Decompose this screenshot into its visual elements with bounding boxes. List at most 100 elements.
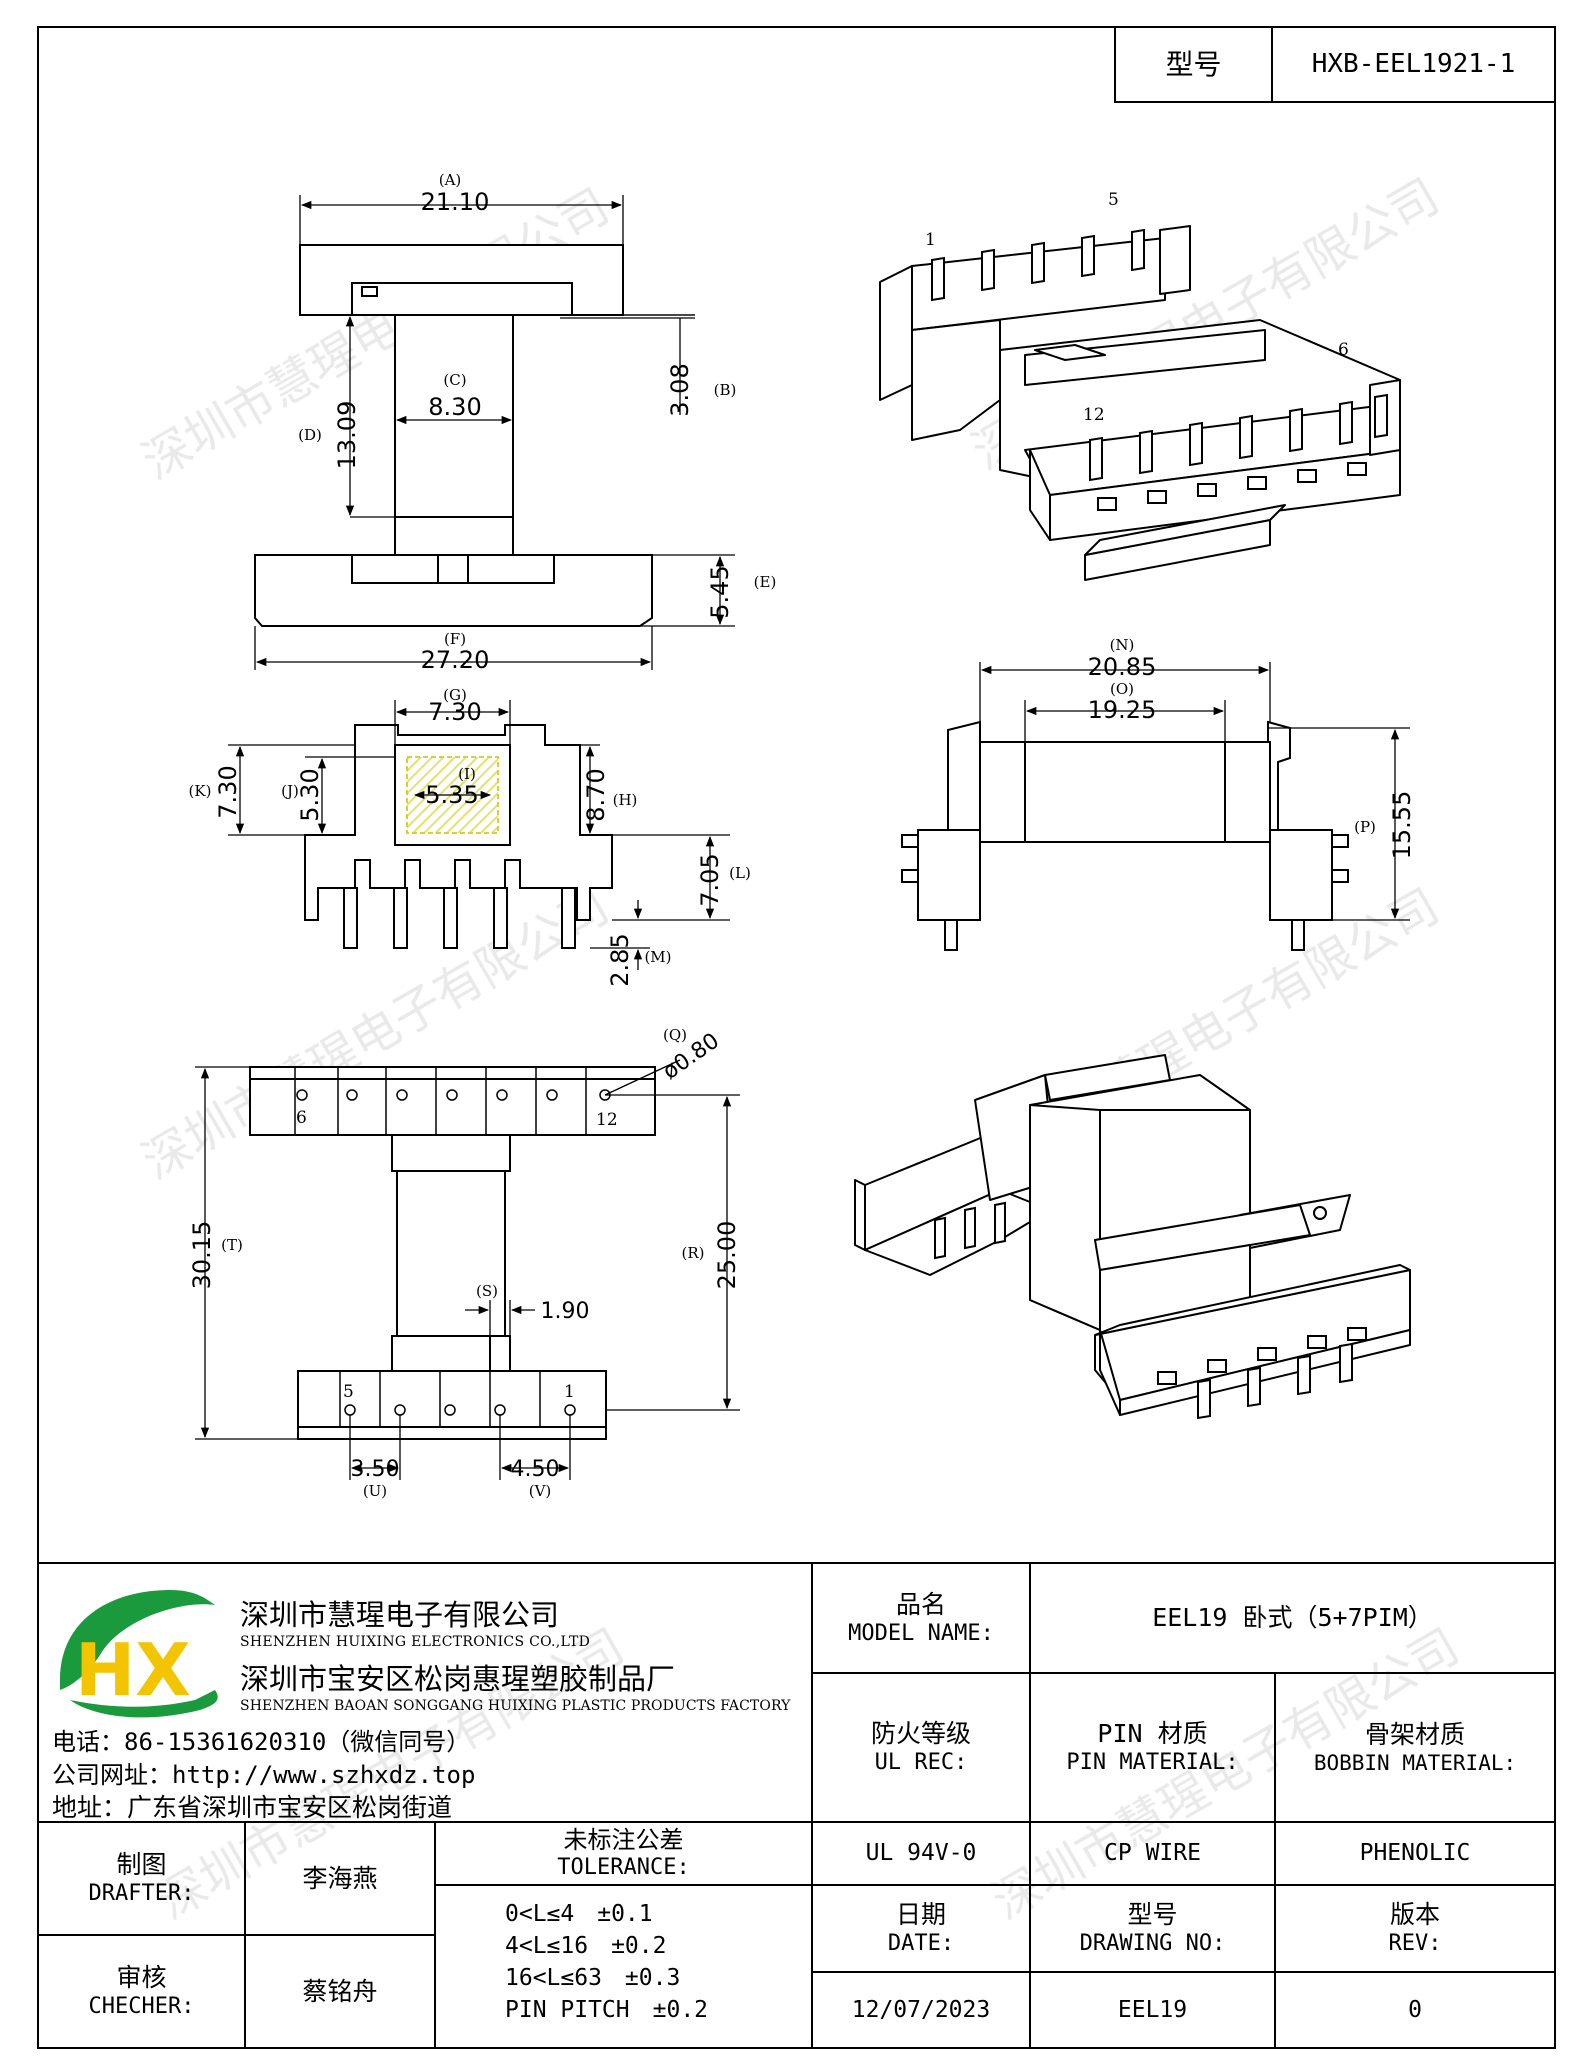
front-view	[304, 724, 613, 949]
company-name-cn-1: 深圳市慧瑆电子有限公司	[240, 1598, 560, 1632]
company-name-en-2: SHENZHEN BAOAN SONGGANG HUIXING PLASTIC …	[240, 1698, 791, 1714]
dim-letter-d: (D)	[298, 426, 322, 444]
dim-value-u: 3.50	[351, 1457, 400, 1482]
tolerance-label: 未标注公差 TOLERANCE:	[435, 1822, 812, 1885]
company-address: 地址：广东省深圳市宝安区松岗街道	[52, 1793, 453, 1822]
bobbin-material-label-cn: 骨架材质	[1364, 1719, 1465, 1749]
pin-number-label: 1	[925, 230, 936, 250]
bottom-view	[249, 1066, 656, 1440]
tolerance-label-en: TOLERANCE:	[557, 1854, 690, 1880]
model-name-label-cn: 品名	[895, 1589, 946, 1619]
checker-value: 蔡铭舟	[302, 1976, 378, 2006]
title-block-grid	[38, 1562, 1555, 2048]
dim-value-b: 3.08	[666, 363, 694, 416]
dim-value-f: 27.20	[421, 646, 490, 674]
checker-label-en: CHECHER:	[88, 1994, 195, 2020]
dim-value-i: 5.35	[425, 781, 478, 809]
dim-letter-a: (A)	[439, 171, 462, 189]
pin-material-label-cn: PIN 材质	[1097, 1719, 1208, 1749]
dim-value-t: 30.15	[188, 1221, 216, 1290]
dim-letter-n: (N)	[1110, 636, 1135, 654]
date-label-cn: 日期	[895, 1900, 946, 1930]
pin-number-label: 12	[596, 1110, 618, 1130]
isometric-view-1-pins	[931, 228, 1388, 511]
drafter-label-en: DRAFTER:	[88, 1881, 195, 1907]
dim-value-o: 19.25	[1088, 696, 1157, 724]
tolerance-row: PIN PITCH ±0.2	[505, 1997, 709, 2023]
header-model-label: 型号	[1165, 48, 1222, 81]
dim-value-m: 2.85	[606, 933, 634, 986]
dim-letter-k: (K)	[189, 782, 212, 800]
pin-number-label: 5	[1108, 190, 1119, 210]
pin-material-value: CP WIRE	[1104, 1840, 1201, 1867]
checker-label-cn: 审核	[116, 1963, 167, 1993]
pin-number-label: 6	[1338, 340, 1349, 360]
pin-number-label: 5	[343, 1382, 354, 1402]
drawing-no-label-cn: 型号	[1127, 1900, 1178, 1930]
checker-label: 审核 CHECHER:	[38, 1935, 245, 2048]
pin-material-label-en: PIN MATERIAL:	[1066, 1750, 1239, 1776]
rev-label-cn: 版本	[1389, 1900, 1440, 1930]
drafter-value: 李海燕	[302, 1863, 378, 1893]
bobbin-material-label: 骨架材质 BOBBIN MATERIAL:	[1275, 1673, 1555, 1822]
header-frame	[1114, 26, 1556, 103]
dim-letter-j: (J)	[281, 782, 299, 800]
rev-label: 版本 REV:	[1275, 1885, 1555, 1972]
dim-letter-t: (T)	[221, 1236, 243, 1254]
ul-rec-value: UL 94V-0	[865, 1840, 977, 1867]
drawing-no-label-en: DRAWING NO:	[1079, 1931, 1226, 1957]
company-name-cn-2: 深圳市宝安区松岗惠瑆塑胶制品厂	[240, 1662, 676, 1696]
rev-value: 0	[1408, 1996, 1422, 2023]
company-logo: HX	[60, 1590, 218, 1718]
dim-value-c: 8.30	[428, 393, 481, 421]
dim-letter-r: (R)	[682, 1244, 705, 1262]
drafter-label: 制图 DRAFTER:	[38, 1822, 245, 1935]
dim-value-v: 4.50	[511, 1457, 560, 1482]
dim-letter-c: (C)	[443, 371, 466, 389]
dim-letter-p: (P)	[1354, 818, 1376, 836]
company-website[interactable]: 公司网址：http://www.szhxdz.top	[52, 1761, 476, 1789]
bobbin-material-value: PHENOLIC	[1359, 1840, 1471, 1867]
dim-letter-i: (I)	[458, 765, 476, 783]
dim-value-g: 7.30	[428, 698, 481, 726]
logo-letters: HX	[75, 1628, 191, 1712]
drawing-no-label: 型号 DRAWING NO:	[1030, 1885, 1275, 1972]
date-label-en: DATE:	[887, 1931, 955, 1957]
pin-number-label: 6	[296, 1108, 307, 1128]
dim-value-k: 7.30	[214, 765, 242, 818]
company-phone: 电话：86-15361620310（微信同号）	[52, 1728, 471, 1756]
drafter-label-cn: 制图	[116, 1850, 167, 1880]
dim-letter-v: (V)	[529, 1482, 552, 1500]
date-value: 12/07/2023	[851, 1996, 991, 2023]
dim-value-l: 7.05	[696, 853, 724, 906]
model-name-value: EEL19 卧式（5+7PIM）	[1152, 1603, 1433, 1633]
rev-label-en: REV:	[1388, 1931, 1442, 1957]
dim-value-p: 15.55	[1388, 791, 1416, 860]
side-view-2	[901, 720, 1349, 951]
ul-rec-label: 防火等级 UL REC:	[812, 1673, 1030, 1822]
dim-value-j: 5.30	[296, 768, 324, 821]
page-border	[37, 26, 1556, 2049]
dim-letter-f: (F)	[444, 630, 466, 648]
dim-letter-l: (L)	[729, 864, 751, 882]
dim-letter-m: (M)	[644, 948, 671, 966]
isometric-view-2	[854, 1054, 1411, 1416]
company-name-en-1: SHENZHEN HUIXING ELECTRONICS CO.,LTD	[240, 1634, 591, 1650]
dim-value-n: 20.85	[1088, 653, 1157, 681]
ul-rec-label-cn: 防火等级	[870, 1719, 971, 1749]
dim-letter-g: (G)	[443, 686, 467, 704]
dim-letter-o: (O)	[1110, 680, 1134, 698]
bobbin-material-label-en: BOBBIN MATERIAL:	[1313, 1751, 1517, 1775]
tolerance-row: 4<L≤16 ±0.2	[505, 1933, 667, 1959]
dim-letter-u: (U)	[363, 1482, 387, 1500]
dim-letter-e: (E)	[754, 573, 777, 591]
dim-value-e: 5.45	[706, 565, 734, 618]
tolerance-label-cn: 未标注公差	[563, 1826, 684, 1855]
dim-letter-s: (S)	[476, 1282, 498, 1300]
dim-value-a: 21.10	[421, 188, 490, 216]
dim-value-d: 13.09	[333, 401, 361, 470]
tolerance-table: 0<L≤4 ±0.1 4<L≤16 ±0.2 16<L≤63 ±0.3 PIN …	[505, 1898, 708, 2026]
date-label: 日期 DATE:	[812, 1885, 1030, 1972]
model-name-label: 品名 MODEL NAME:	[812, 1563, 1030, 1673]
